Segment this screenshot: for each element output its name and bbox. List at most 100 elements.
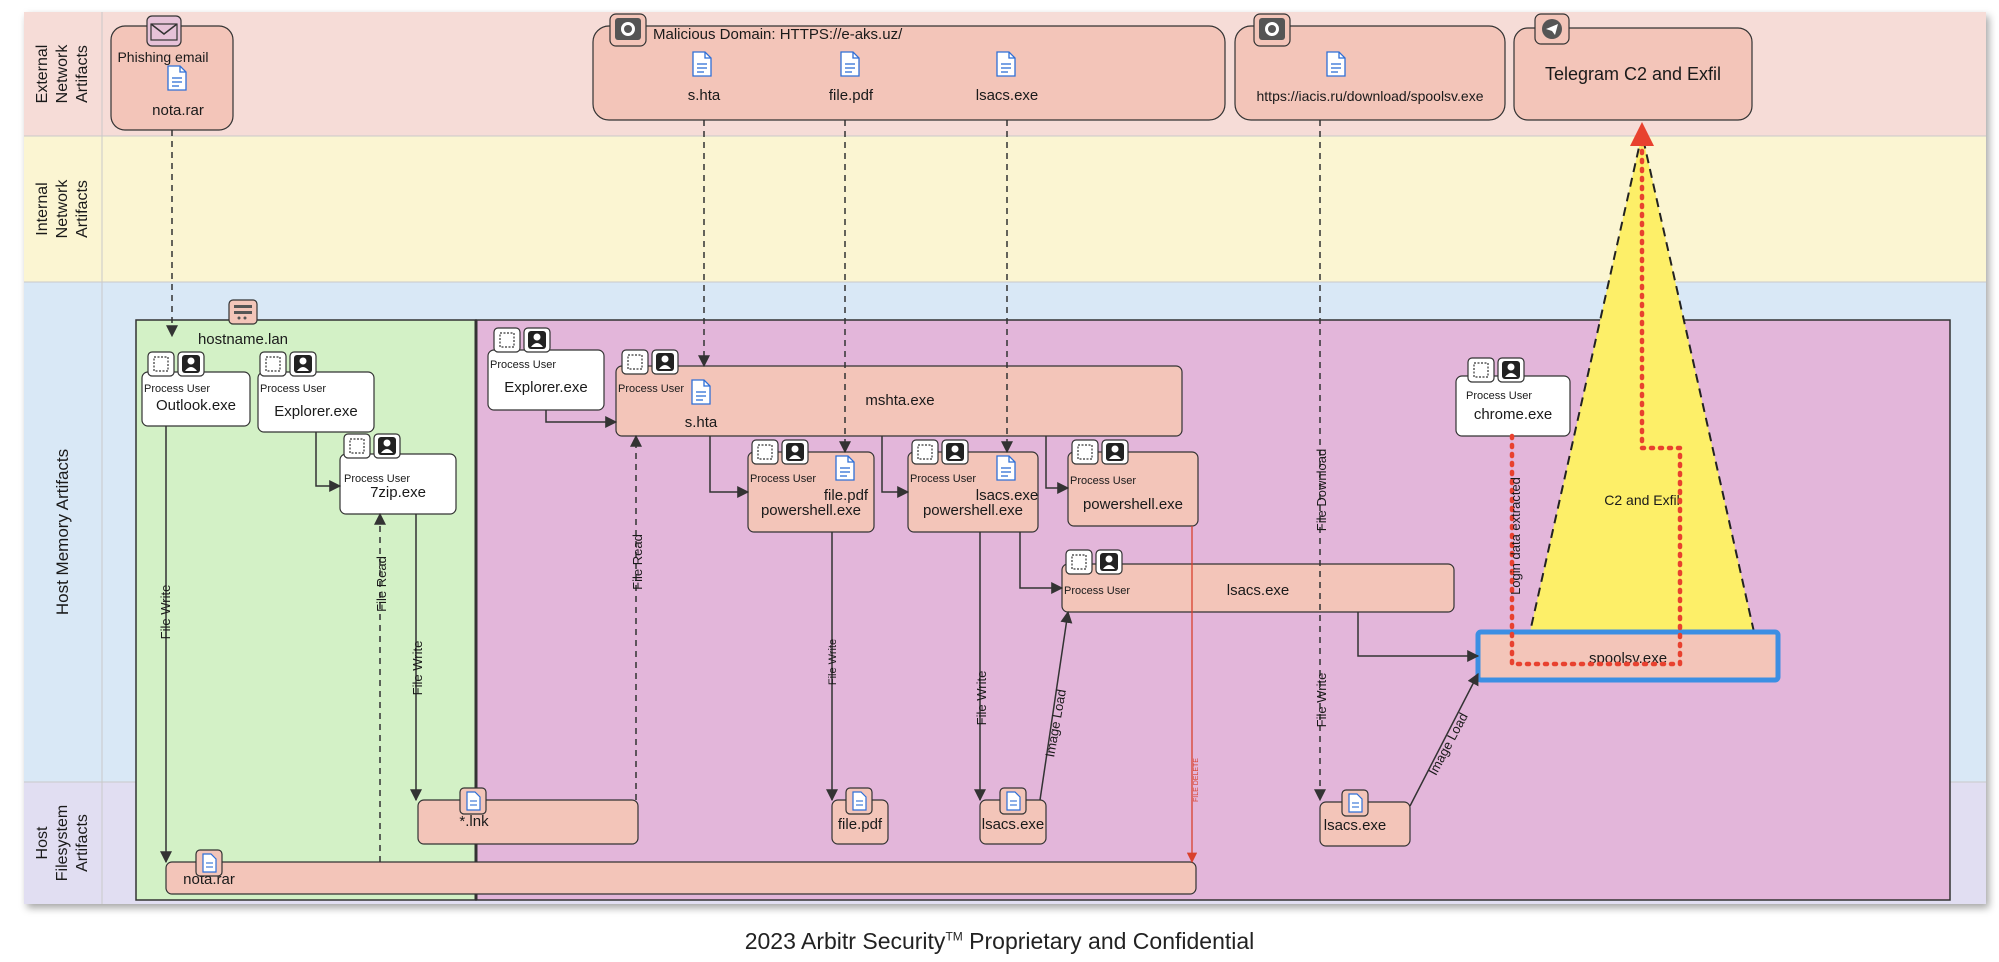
- process-powershell-2-file: lsacs.exe: [976, 487, 1039, 504]
- edge-label-file-write-7zip: File Write: [410, 641, 425, 696]
- document-icon: [996, 455, 1016, 481]
- svg-text:File Download: File Download: [1314, 449, 1329, 531]
- document-icon: [195, 849, 223, 877]
- process-user-label: Process User: [344, 473, 410, 485]
- document-icon: [167, 65, 187, 91]
- process-powershell-2-name: powershell.exe: [923, 502, 1023, 519]
- fs-filepdf-name: file.pdf: [838, 816, 883, 833]
- process-user-label: Process User: [260, 383, 326, 395]
- process-user-label: Process User: [1466, 390, 1532, 402]
- edge-label-file-read-7zip: File Read: [374, 556, 389, 612]
- process-user-label: Process User: [910, 473, 976, 485]
- c2-exfil-label: C2 and Exfil: [1604, 492, 1679, 508]
- fs-nota-rar-name: nota.rar: [183, 871, 235, 888]
- svg-text:File Read: File Read: [374, 556, 389, 612]
- download-site-box: [1234, 25, 1506, 121]
- svg-text:File Write: File Write: [1314, 673, 1329, 728]
- process-chip-icon: [751, 439, 779, 465]
- lane-internal: [24, 136, 1986, 282]
- user-icon: [373, 433, 401, 459]
- process-chip-icon: [911, 439, 939, 465]
- process-chip-icon: [1467, 357, 1495, 383]
- hostname-icon: [228, 299, 258, 325]
- malicious-domain-title: Malicious Domain: HTTPS://e-aks.uz/: [653, 26, 903, 43]
- fs-lnk-name: *.lnk: [459, 813, 489, 830]
- edge-mshta-to-ps2: [881, 436, 910, 498]
- domain-file-s-hta: s.hta: [688, 87, 721, 104]
- edge-mshta-to-ps3: [1045, 436, 1070, 494]
- envelope-icon: [146, 15, 182, 47]
- telegram-box: [1513, 27, 1753, 121]
- process-chip-icon: [1065, 549, 1093, 575]
- exfil-dotted-path: [1509, 137, 1683, 667]
- process-mshta: [615, 365, 1183, 437]
- edge-label-login-data: Login data extracted: [1508, 477, 1523, 595]
- process-user-label: Process User: [618, 383, 684, 395]
- edge-explorer-to-7zip: [315, 432, 342, 492]
- process-explorer-1-name: Explorer.exe: [274, 403, 357, 420]
- domain-file-lsacs: lsacs.exe: [976, 87, 1039, 104]
- process-user-label: Process User: [144, 383, 210, 395]
- process-mshta-name: mshta.exe: [865, 392, 934, 409]
- web-icon: [609, 13, 647, 47]
- svg-text:FILE DELETE: FILE DELETE: [1193, 758, 1200, 802]
- process-lsacs-name: lsacs.exe: [1227, 582, 1290, 599]
- footer-caption: 2023 Arbitr SecurityTM Proprietary and C…: [744, 928, 1255, 954]
- document-icon: [1326, 51, 1346, 77]
- process-chip-icon: [493, 327, 521, 353]
- svg-text:Login data extracted: Login data extracted: [1508, 477, 1523, 595]
- document-icon: [1341, 789, 1369, 817]
- document-icon: [691, 379, 711, 405]
- edge-explorer2-to-mshta: [545, 410, 618, 428]
- document-icon: [999, 787, 1027, 815]
- svg-text:File Read: File Read: [630, 534, 645, 590]
- process-chrome-name: chrome.exe: [1474, 406, 1552, 423]
- fs-lsacs-2-name: lsacs.exe: [1324, 817, 1387, 834]
- edge-label-file-write-ps2: File Write: [974, 671, 989, 726]
- user-icon: [651, 349, 679, 375]
- svg-text:Host Memory Artifacts: Host Memory Artifacts: [53, 449, 72, 615]
- process-7zip-name: 7zip.exe: [370, 484, 426, 501]
- process-chip-icon: [259, 351, 287, 377]
- svg-text:File Write: File Write: [974, 671, 989, 726]
- phishing-email-title: Phishing email: [117, 49, 208, 65]
- process-user-label: Process User: [750, 473, 816, 485]
- process-outlook-name: Outlook.exe: [156, 397, 236, 414]
- edge-lsacs-to-spoolsv: [1357, 612, 1480, 662]
- process-chip-icon: [1071, 439, 1099, 465]
- user-icon: [1497, 357, 1525, 383]
- document-icon: [996, 51, 1016, 77]
- process-chip-icon: [621, 349, 649, 375]
- edge-label-file-write-outlook: File Write: [158, 585, 173, 640]
- fs-nota-rar: [165, 861, 1197, 895]
- edge-ps2-to-lsacs: [1019, 532, 1064, 594]
- fs-lnk: [417, 799, 639, 845]
- svg-text:File Write: File Write: [158, 585, 173, 640]
- fs-lsacs-1-name: lsacs.exe: [982, 816, 1045, 833]
- document-icon: [692, 51, 712, 77]
- user-icon: [177, 351, 205, 377]
- edge-lsacs-image-load: [1039, 610, 1073, 801]
- process-user-badges: [147, 327, 1525, 575]
- svg-text:File Write: File Write: [827, 639, 839, 685]
- exfil-arrowhead: [1630, 122, 1654, 146]
- process-powershell-3-name: powershell.exe: [1083, 496, 1183, 513]
- process-user-label: Process User: [1064, 585, 1130, 597]
- lane-label-memory: Host Memory Artifacts: [53, 449, 72, 615]
- edge-mshta-to-ps1: [709, 436, 750, 498]
- telegram-icon: [1534, 13, 1570, 45]
- domain-file-pdf: file.pdf: [829, 87, 874, 104]
- phishing-email-file: nota.rar: [152, 102, 204, 119]
- process-chip-icon: [343, 433, 371, 459]
- user-icon: [781, 439, 809, 465]
- user-icon: [289, 351, 317, 377]
- process-mshta-child: s.hta: [685, 414, 718, 431]
- process-explorer-2-name: Explorer.exe: [504, 379, 587, 396]
- edge-label-file-read-lnk: File Read: [630, 534, 645, 590]
